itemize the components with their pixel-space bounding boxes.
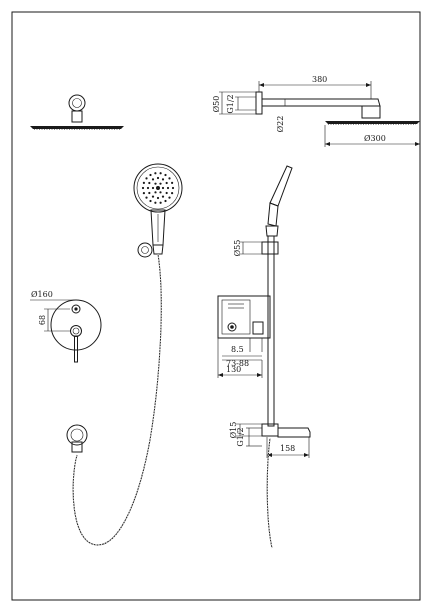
hand-shower-drawing (66, 163, 183, 546)
nozzle-dot (161, 195, 165, 198)
nozzle-dot (159, 182, 162, 185)
dim-outlet-thread: G1/2 (226, 94, 235, 113)
nozzle-dot (151, 178, 155, 181)
dim-bracket-diameter: Ø55 (233, 240, 242, 257)
nozzle-dot (161, 186, 165, 190)
mixer-plate-drawing (30, 299, 102, 363)
nozzle-dot (156, 196, 160, 200)
dim-handle-offset: 68 (38, 315, 47, 325)
nozzle-dot (156, 176, 160, 180)
dim-head-diameter: Ø300 (364, 134, 386, 143)
dim-arm-length: 380 (312, 75, 327, 84)
nozzle-dot (142, 192, 145, 195)
nozzle-dot (165, 191, 168, 195)
nozzle-dot (171, 181, 174, 184)
dim-spout-length: 158 (280, 444, 295, 453)
dim-outlet-diameter: Ø50 (212, 96, 221, 113)
dim-plate-diameter: Ø160 (31, 290, 53, 299)
nozzle-center (156, 186, 160, 190)
nozzle-dot (151, 186, 155, 190)
dim-arm-diameter: Ø22 (276, 116, 285, 133)
shower-arm-drawing (219, 81, 421, 147)
nozzle-dot (168, 196, 171, 199)
nozzle-dot (159, 191, 162, 194)
dim-valve-width: 130 (226, 365, 241, 374)
nozzle-dot (168, 177, 171, 180)
nozzle-dot (164, 173, 167, 177)
nozzle-dot (142, 181, 145, 184)
nozzle-dot (165, 181, 168, 185)
dim-valve-depth: 8.5 (231, 345, 244, 354)
nozzle-dot (171, 186, 175, 190)
nozzle-dot (159, 201, 162, 204)
nozzle-dot (154, 191, 157, 194)
dim-valve-range: 73-88 (226, 359, 249, 368)
nozzle-dot (154, 182, 157, 185)
page-border (11, 11, 421, 601)
nozzle-dot (145, 196, 148, 199)
nozzle-dot (159, 172, 162, 175)
dim-spout-thread: G1/2 (236, 427, 245, 446)
rail-assembly-drawing (217, 165, 311, 549)
nozzle-dot (149, 199, 152, 203)
nozzle-dot (171, 192, 174, 195)
nozzle-dot (166, 186, 170, 190)
nozzle-dot (146, 186, 150, 190)
nozzle-dot (151, 195, 155, 198)
nozzle-dot (148, 191, 151, 195)
dim-spout-diameter: Ø15 (229, 422, 238, 439)
nozzle-dot (154, 172, 157, 175)
nozzle-dot (148, 181, 151, 185)
shower-head-side-view (30, 94, 124, 130)
nozzle-dot (149, 173, 152, 177)
nozzle-dot (164, 199, 167, 203)
nozzle-dot (154, 201, 157, 204)
nozzle-dot (145, 177, 148, 180)
nozzle-dot (161, 178, 165, 181)
nozzle-dot (141, 186, 145, 190)
